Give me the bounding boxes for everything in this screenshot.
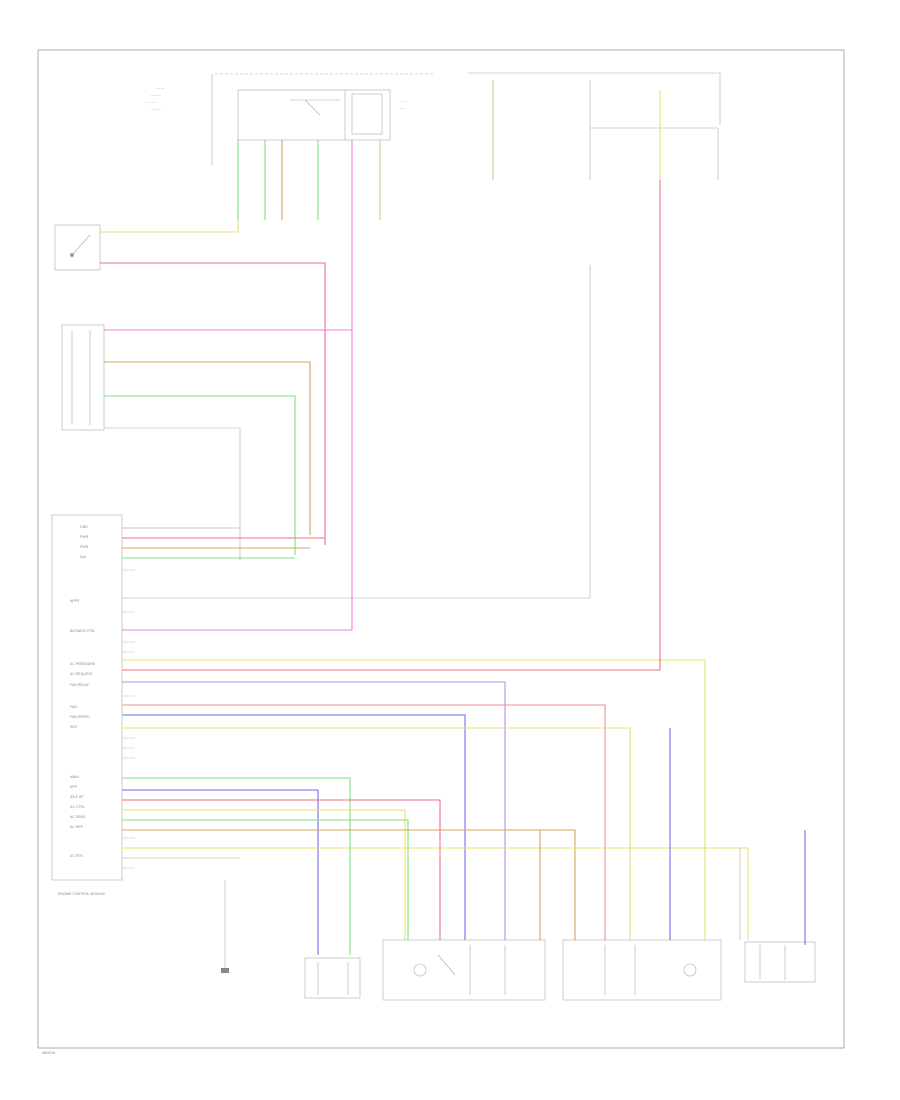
- ac-sensor-assembly: [61, 324, 105, 431]
- svg-text:·····: ·····: [400, 99, 407, 104]
- ecm-pin-label: PWR: [80, 535, 89, 539]
- ecm-pin-label: KAL: [80, 555, 87, 559]
- ecm-pin-label: PWR: [80, 545, 89, 549]
- svg-text:····: ····: [400, 106, 405, 111]
- ecm-pin-label: AC SENS: [70, 815, 86, 819]
- svg-text:········: ········: [150, 93, 161, 98]
- page-code: W60016: [42, 1051, 55, 1055]
- ecm-pin-label: AC REQUEST: [70, 672, 94, 676]
- ecm-pin-label: GND: [80, 525, 88, 529]
- ecm-pin-label: FAN SPEED: [70, 715, 90, 719]
- svg-text:·······: ·······: [155, 86, 164, 91]
- engine-control-module: ENGINE CONTROL MODULE GND PWR PWR KAL AP…: [51, 514, 123, 896]
- svg-text:·········: ·········: [145, 100, 157, 105]
- ecm-pin-label: REV: [70, 725, 78, 729]
- ecm-pin-label: APPS: [70, 599, 80, 603]
- fuse-block-left: ······· ········ ········· ········ ····…: [145, 73, 435, 165]
- fuse-block-right: [468, 72, 721, 140]
- ecm-pin-label: AC REF: [70, 825, 83, 829]
- ground-symbol: [221, 968, 229, 973]
- blower-motor-control-module: [382, 939, 546, 1001]
- ecm-name: ENGINE CONTROL MODULE: [58, 892, 106, 896]
- ecm-pin-label: MAIN: [70, 775, 79, 779]
- ac-pressure-transducer: [304, 957, 361, 999]
- ecm-pin-label: FAN: [70, 705, 77, 709]
- ecm-pin-label: AC CTRL: [70, 805, 85, 809]
- ecm-pin-label: FAN RELAY: [70, 683, 90, 687]
- diagram-frame: [37, 49, 845, 1049]
- ecm-pin-label: BLOWER CTRL: [70, 629, 95, 633]
- ecm-pin-label: APP: [70, 785, 78, 789]
- ac-clutch-relay: [744, 941, 816, 983]
- cooling-fan-relay: [562, 939, 722, 1001]
- ecm-pin-label: IDLE UP: [70, 795, 84, 799]
- ecm-pin-label: AC RTN: [70, 854, 83, 858]
- ecm-pin-label: AC PRESSURE: [70, 662, 96, 666]
- svg-text:········: ········: [150, 107, 161, 112]
- blower-motor-switch: [54, 224, 101, 271]
- ecm-connector-pins: [122, 527, 325, 869]
